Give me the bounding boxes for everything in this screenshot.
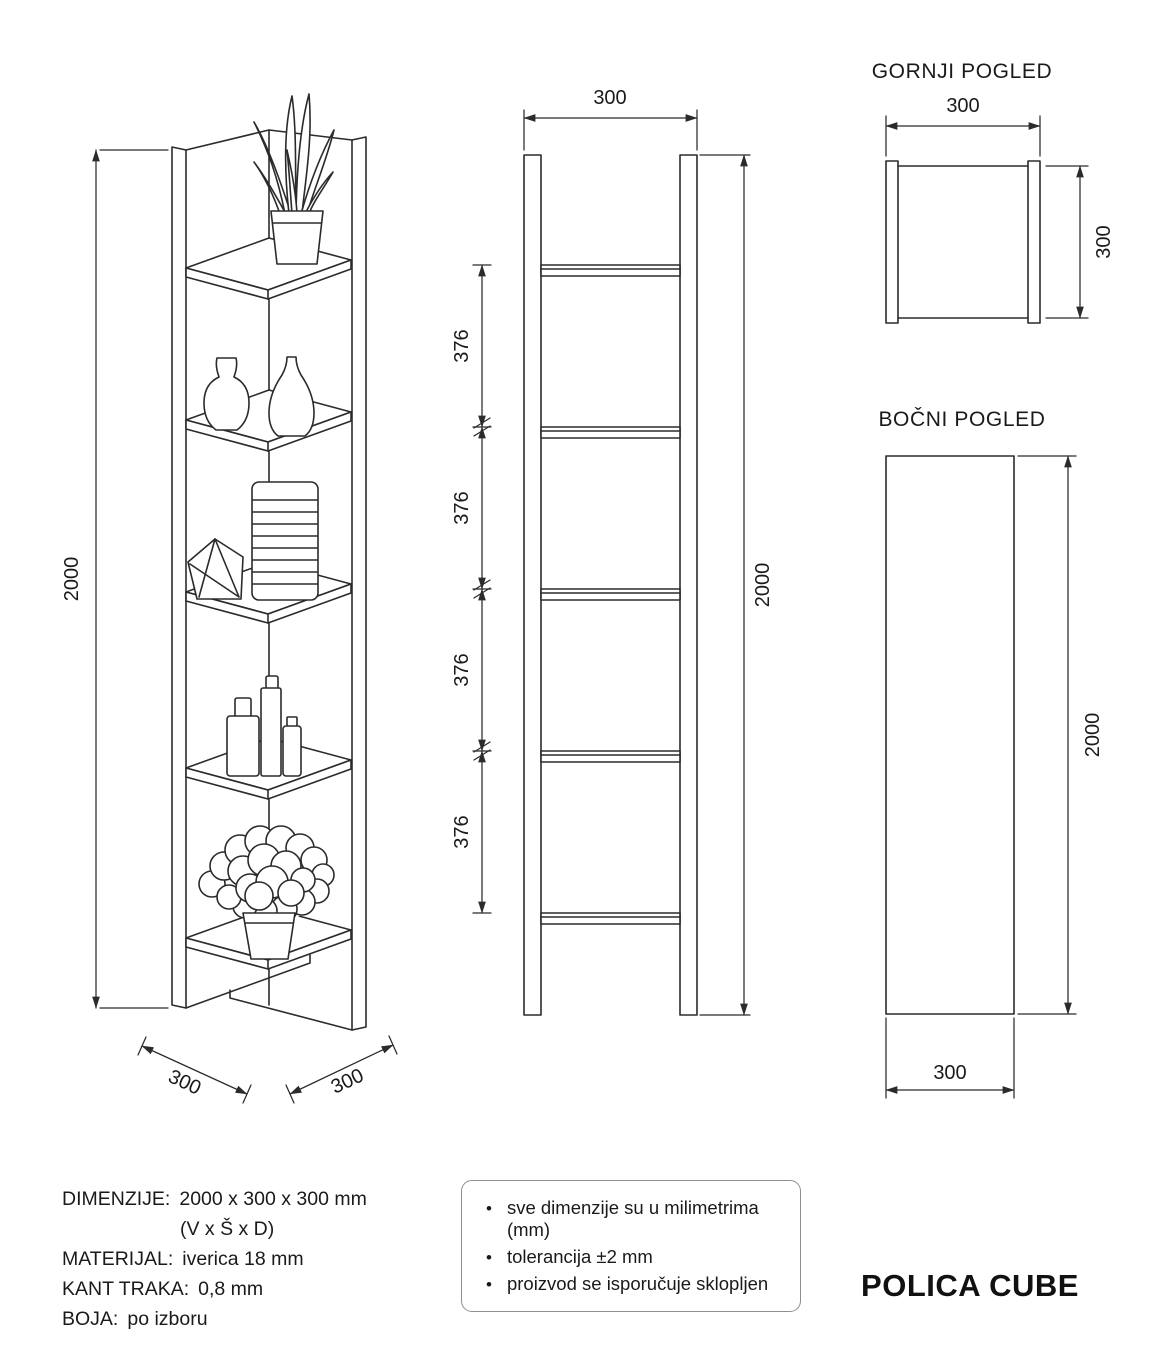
vases-illustration: [203, 356, 315, 437]
perspective-width-dim-label: 300: [328, 1065, 368, 1099]
specs-block: DIMENZIJE: 2000 x 300 x 300 mm (V x Š x …: [62, 1184, 367, 1334]
bullet-icon: •: [486, 1199, 492, 1218]
spec-dimenzije-note: (V x Š x D): [180, 1218, 275, 1240]
side-view-height-dim-label: 2000: [1082, 713, 1104, 758]
spec-kant-traka-label: KANT TRAKA:: [62, 1278, 190, 1300]
top-view-width-dim-label: 300: [946, 95, 979, 117]
bush-plant-illustration: [198, 825, 335, 960]
top-view-title: GORNJI POGLED: [872, 60, 1053, 83]
top-view-right-panel: [1027, 160, 1041, 324]
front-spacing-dim-label-1: 376: [451, 329, 473, 362]
bullet-icon: •: [486, 1248, 492, 1267]
front-left-panel: [523, 154, 542, 1016]
perfume-bottles-illustration: [226, 675, 302, 777]
top-view-left-panel: [885, 160, 899, 324]
snake-plant-illustration: [253, 93, 335, 265]
front-right-panel: [679, 154, 698, 1016]
left-panel: [171, 146, 187, 1009]
side-view-width-dim-label: 300: [933, 1062, 966, 1084]
spec-kant-traka-value: 0,8 mm: [198, 1278, 264, 1300]
front-spacing-dim-label-2: 376: [451, 491, 473, 524]
front-shelves: [540, 264, 681, 925]
perspective-dimensions: [92, 149, 398, 1104]
front-spacing-dim-label-3: 376: [451, 653, 473, 686]
right-panel: [351, 136, 367, 1031]
bush-pot: [242, 912, 296, 960]
spec-boja: BOJA: po izboru: [62, 1304, 367, 1334]
perspective-height-dim-label: 2000: [61, 557, 83, 602]
top-view-depth-dim-label: 300: [1093, 225, 1115, 258]
side-view-title: BOČNI POGLED: [878, 408, 1045, 431]
spec-materijal: MATERIJAL: iverica 18 mm: [62, 1244, 367, 1274]
canister-terrarium-illustration: [187, 481, 319, 601]
side-view: BOČNI POGLED 2000 300: [878, 408, 1104, 1099]
notes-box: • sve dimenzije su u milimetrima (mm) • …: [461, 1180, 801, 1312]
front-height-dim-label: 2000: [752, 563, 774, 608]
spec-dimenzije-label: DIMENZIJE:: [62, 1188, 171, 1210]
note-text: tolerancija ±2 mm: [506, 1246, 653, 1267]
spec-kant-traka: KANT TRAKA: 0,8 mm: [62, 1274, 367, 1304]
spec-dimenzije: DIMENZIJE: 2000 x 300 x 300 mm: [62, 1184, 367, 1214]
plant-pot: [270, 210, 324, 265]
note-text: proizvod se isporučuje sklopljen: [506, 1273, 769, 1294]
front-width-dim-label: 300: [593, 87, 626, 109]
note-item: • tolerancija ±2 mm: [486, 1246, 776, 1268]
panel-top-edges: [185, 129, 353, 151]
front-view: 300 2000 376 376 376 376: [451, 87, 774, 1016]
spec-boja-value: po izboru: [127, 1308, 208, 1330]
side-view-dimensions: [885, 455, 1077, 1099]
spec-materijal-value: iverica 18 mm: [182, 1248, 304, 1270]
top-view: GORNJI POGLED 300 300: [872, 60, 1115, 324]
note-item: • sve dimenzije su u milimetrima (mm): [486, 1197, 776, 1241]
side-view-panel: [885, 455, 1015, 1015]
panel-bottom-cross: [185, 954, 353, 1031]
front-dimensions: [472, 109, 751, 1016]
product-name: POLICA CUBE: [861, 1268, 1079, 1303]
note-text: sve dimenzije su u milimetrima (mm): [506, 1197, 759, 1240]
perspective-view: 2000 300 300: [61, 93, 398, 1104]
spec-dimenzije-value: 2000 x 300 x 300 mm: [179, 1188, 367, 1210]
spec-materijal-label: MATERIJAL:: [62, 1248, 174, 1270]
spec-boja-label: BOJA:: [62, 1308, 119, 1330]
note-item: • proizvod se isporučuje sklopljen: [486, 1273, 776, 1295]
top-view-dimensions: [885, 115, 1089, 319]
bullet-icon: •: [486, 1275, 492, 1294]
perspective-depth-dim-label: 300: [165, 1066, 205, 1100]
front-spacing-dim-label-4: 376: [451, 815, 473, 848]
